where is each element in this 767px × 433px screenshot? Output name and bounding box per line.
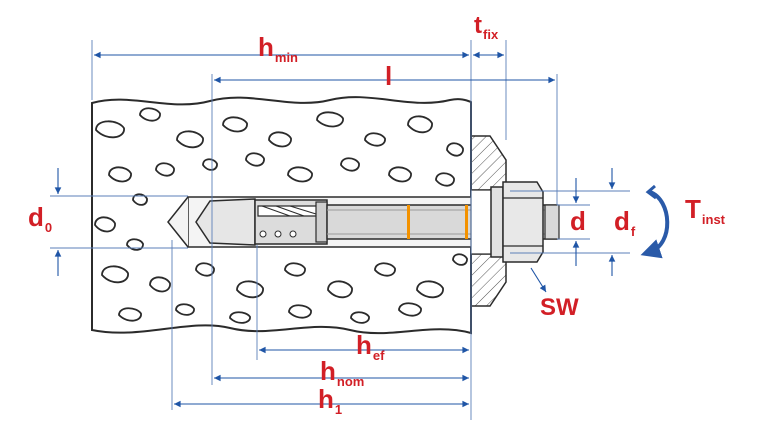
torque-arrow-icon — [640, 184, 670, 259]
aggregate-stone — [94, 216, 116, 233]
aggregate-stone — [374, 262, 396, 277]
aggregate-stone — [108, 166, 132, 183]
aggregate-stone — [284, 262, 306, 277]
aggregate-stone — [155, 162, 175, 177]
label-sw: SW — [540, 294, 579, 321]
aggregate-stone — [350, 311, 370, 324]
aggregate-stone — [175, 303, 195, 316]
aggregate-stone — [101, 265, 129, 284]
aggregate-stone — [327, 280, 353, 299]
label-t-fix: tfix — [474, 12, 499, 42]
washer — [490, 186, 504, 258]
aggregate-stone — [435, 172, 455, 187]
aggregate-stone — [149, 276, 171, 293]
label-d-f: df — [614, 206, 636, 239]
label-h-min: hmin — [258, 32, 299, 65]
aggregate-stone — [398, 302, 422, 317]
aggregate-stone — [229, 311, 251, 324]
aggregate-stone — [126, 238, 144, 251]
aggregate-stone — [95, 120, 125, 139]
aggregate-stone — [288, 304, 312, 319]
dimension-lines — [54, 51, 616, 408]
aggregate-stone — [268, 131, 292, 148]
aggregate-stone — [407, 115, 433, 134]
aggregate-stone — [245, 152, 265, 167]
label-h-ef: hef — [356, 330, 385, 363]
aggregate-stone — [452, 253, 468, 266]
concrete-aggregate — [94, 107, 468, 324]
aggregate-stone — [316, 111, 344, 128]
aggregate-stone — [446, 142, 464, 157]
sw-pointer — [530, 267, 547, 293]
label-t-inst: Tinst — [685, 194, 726, 227]
aggregate-stone — [340, 157, 360, 172]
aggregate-stone — [222, 116, 248, 133]
aggregate-stone — [132, 193, 148, 206]
label-h-nom: hnom — [320, 356, 365, 389]
label-l: l — [385, 61, 393, 91]
aggregate-stone — [202, 158, 218, 171]
aggregate-stone — [176, 130, 204, 149]
aggregate-stone — [287, 166, 313, 183]
expansion-sleeve — [195, 198, 328, 246]
hex-nut — [502, 181, 544, 263]
aggregate-stone — [195, 262, 215, 277]
aggregate-stone — [416, 280, 444, 299]
extension-lines — [50, 40, 630, 420]
aggregate-stone — [364, 132, 386, 147]
label-d0: d0 — [28, 202, 53, 235]
aggregate-stone — [236, 280, 264, 299]
aggregate-stone — [388, 166, 412, 183]
aggregate-stone — [139, 107, 161, 122]
label-d: d — [570, 206, 586, 236]
label-h1: h1 — [318, 384, 343, 417]
aggregate-stone — [118, 307, 142, 322]
